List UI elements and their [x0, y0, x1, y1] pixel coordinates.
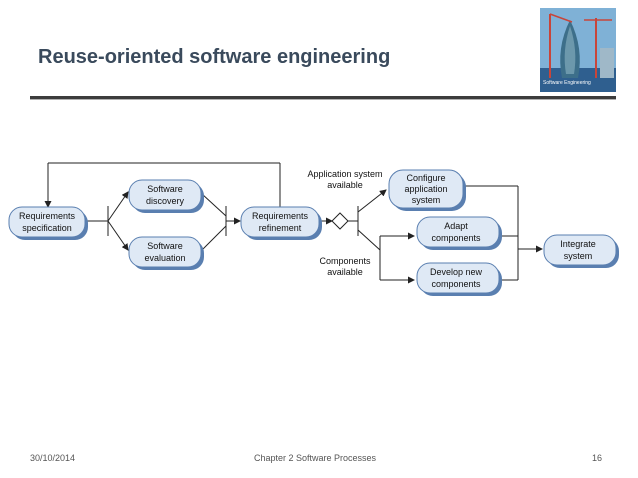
- node-configure-line1: Configure: [406, 173, 445, 183]
- node-develop-line2: components: [431, 279, 481, 289]
- node-software-evaluation: Software evaluation: [128, 236, 204, 270]
- node-requirements-specification-line1: Requirements: [19, 211, 76, 221]
- node-requirements-specification-line2: specification: [22, 223, 72, 233]
- node-requirements-refinement: Requirements refinement: [240, 206, 322, 240]
- footer-date: 30/10/2014: [30, 453, 76, 463]
- footer-chapter: Chapter 2 Software Processes: [254, 453, 377, 463]
- label-application-system-available-line1: Application system: [307, 169, 382, 179]
- node-configure-line2: application: [404, 184, 447, 194]
- node-software-discovery-line1: Software: [147, 184, 183, 194]
- node-software-discovery: Software discovery: [128, 179, 204, 213]
- node-configure-application-system: Configure application system: [388, 169, 466, 211]
- decision-diamond: [331, 212, 349, 230]
- book-cover-title: Software Engineering: [543, 80, 591, 86]
- fork-to-evaluation: [107, 220, 129, 251]
- title-divider: [30, 96, 616, 99]
- title-divider-light: [30, 99, 616, 100]
- node-develop-new-components: Develop new components: [416, 262, 502, 296]
- evaluation-to-join: [201, 225, 227, 251]
- node-adapt-components: Adapt components: [416, 216, 502, 250]
- node-software-discovery-line2: discovery: [146, 196, 185, 206]
- branch-to-configure: [357, 189, 387, 213]
- branch-to-components: [357, 229, 381, 251]
- node-requirements-specification: Requirements specification: [8, 206, 88, 240]
- node-integrate-line1: Integrate: [560, 239, 596, 249]
- node-integrate-line2: system: [564, 251, 593, 261]
- node-software-evaluation-line1: Software: [147, 241, 183, 251]
- label-components-available-line2: available: [327, 267, 363, 277]
- footer-page-number: 16: [592, 453, 603, 463]
- label-application-system-available-line2: available: [327, 180, 363, 190]
- slide-title: Reuse-oriented software engineering: [38, 46, 391, 68]
- node-requirements-refinement-line1: Requirements: [252, 211, 309, 221]
- node-develop-line1: Develop new: [430, 267, 483, 277]
- node-configure-line3: system: [412, 195, 441, 205]
- node-integrate-system: Integrate system: [543, 234, 619, 268]
- node-adapt-line1: Adapt: [444, 221, 468, 231]
- node-requirements-refinement-line2: refinement: [259, 223, 302, 233]
- discovery-to-join: [201, 193, 227, 217]
- fork-to-discovery: [107, 191, 129, 222]
- node-adapt-line2: components: [431, 233, 481, 243]
- node-software-evaluation-line2: evaluation: [144, 253, 185, 263]
- label-components-available-line1: Components: [319, 256, 371, 266]
- book-cover-image: Software Engineering: [540, 8, 616, 92]
